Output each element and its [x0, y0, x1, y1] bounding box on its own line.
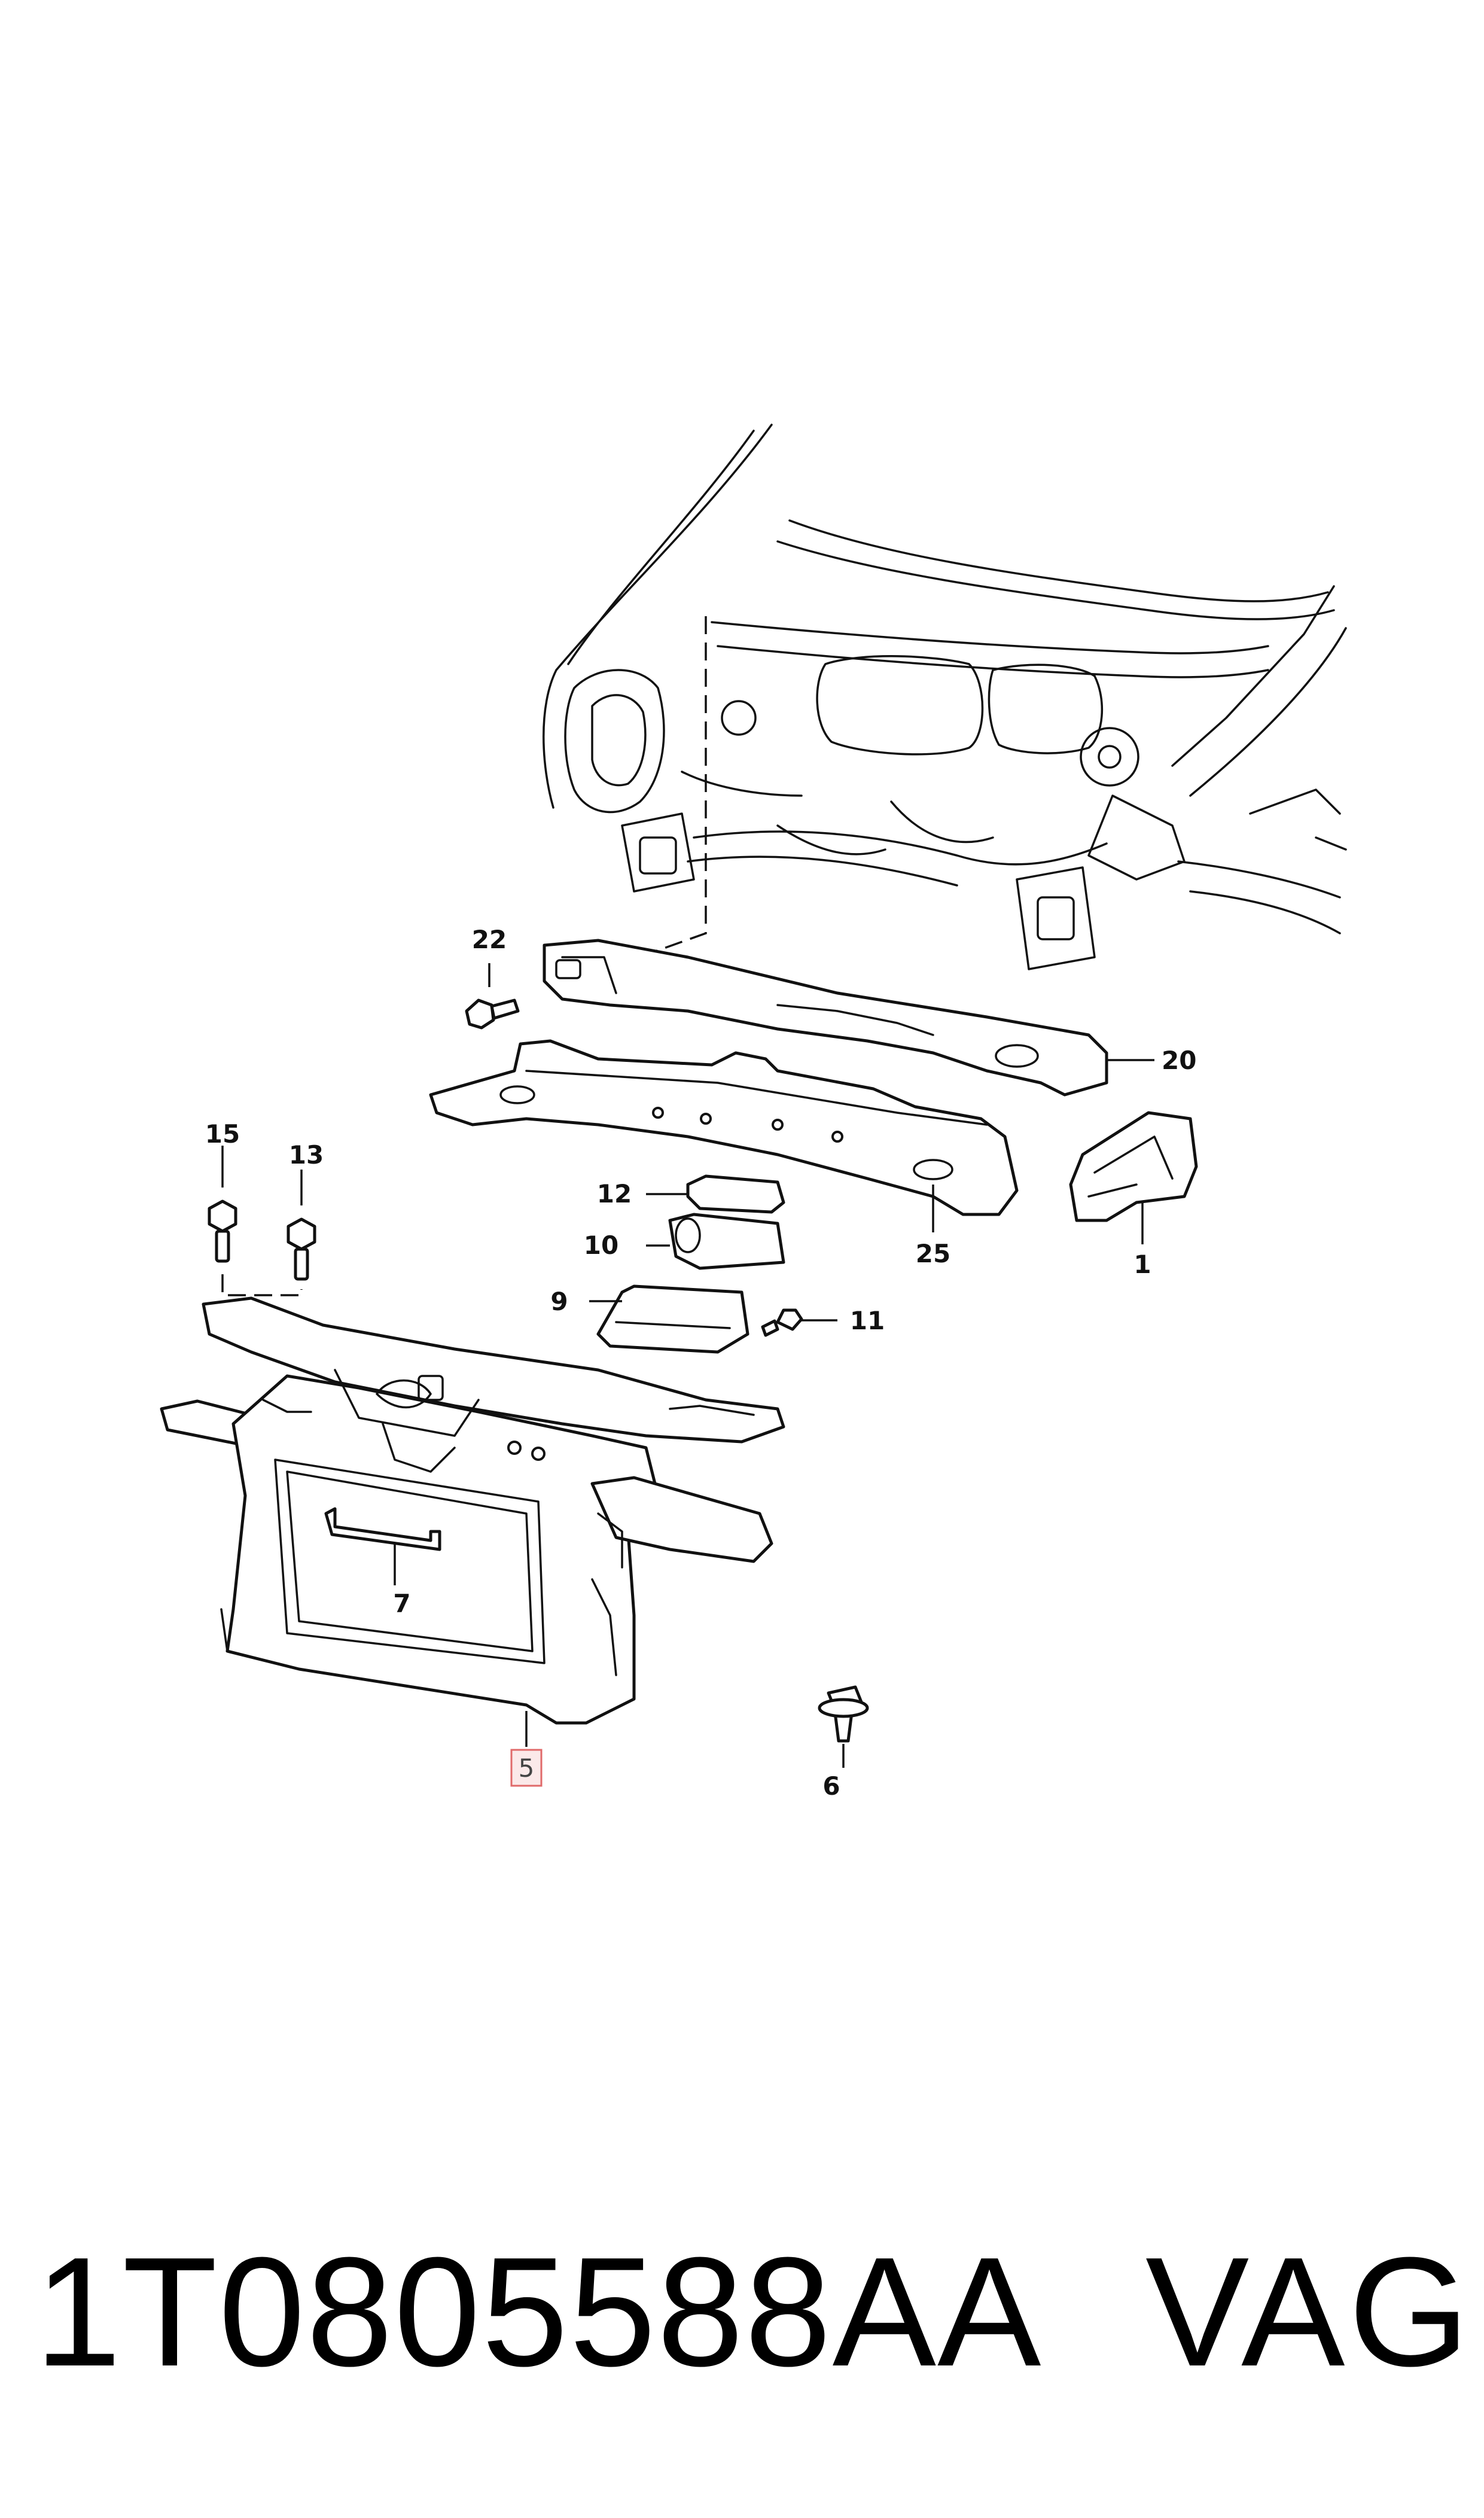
callout-10: 10	[584, 1231, 618, 1260]
part-7-handle	[324, 1507, 441, 1551]
part-9-air-duct	[596, 1284, 749, 1354]
callout-15: 15	[205, 1119, 240, 1149]
callout-11: 11	[850, 1306, 885, 1335]
part-11-bolt	[761, 1308, 803, 1337]
callout-labels: 22 20 25 1 15 13 12 10 9 11 7 5 6	[205, 925, 1197, 1801]
part-6-clip	[818, 1685, 869, 1743]
exploded-parts-diagram: 22 20 25 1 15 13 12 10 9 11 7 5 6	[160, 424, 1347, 1801]
part-22-bolt	[465, 998, 520, 1030]
part-number: 1T0805588AA	[35, 2225, 1043, 2399]
callout-6: 6	[822, 1771, 840, 1801]
brand-name: VAG	[1145, 2225, 1473, 2399]
part-15-bolt	[208, 1199, 237, 1263]
part-5-front-end-carrier	[160, 1296, 785, 1725]
callout-7: 7	[393, 1589, 410, 1618]
part-25-lock-carrier-bar	[429, 1039, 1019, 1216]
part-10-air-guide	[668, 1213, 785, 1270]
part-12-guide	[686, 1174, 785, 1214]
callout-9: 9	[550, 1287, 568, 1316]
leader-lines	[221, 963, 1154, 1768]
callout-25: 25	[916, 1239, 950, 1268]
callout-13: 13	[289, 1140, 324, 1170]
highlight-box-5	[510, 1749, 543, 1787]
part-20-upper-cross-member	[543, 939, 1108, 1097]
callout-20: 20	[1162, 1046, 1196, 1075]
part-1-side-bracket	[1069, 1111, 1198, 1222]
callout-1: 1	[1133, 1250, 1151, 1279]
callout-5: 5	[519, 1753, 535, 1783]
vehicle-body-front	[543, 424, 1347, 970]
part-13-bolt	[287, 1217, 316, 1281]
callout-22: 22	[472, 925, 507, 954]
bolt-alignment-line	[221, 1274, 303, 1296]
callout-12: 12	[597, 1179, 632, 1208]
